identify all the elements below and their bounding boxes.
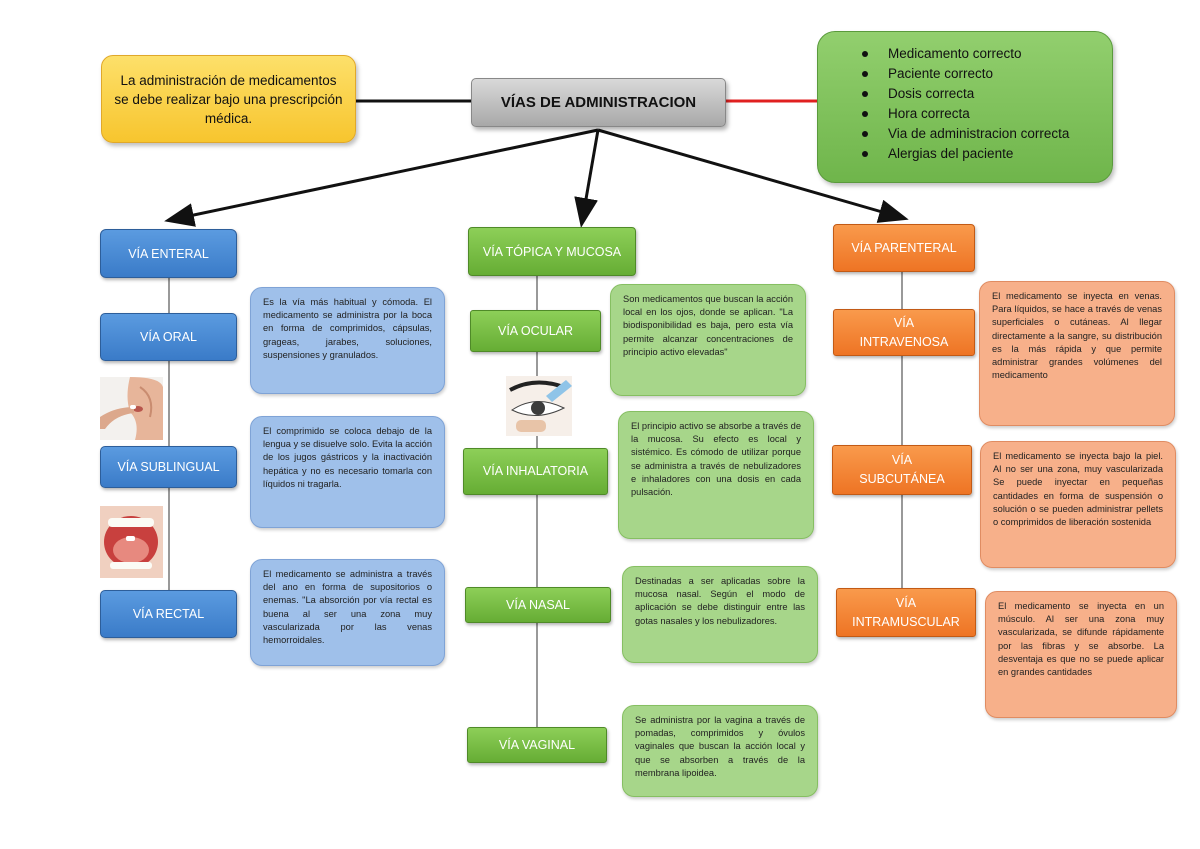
node-via-rectal: VÍA RECTAL bbox=[100, 590, 237, 638]
checklist-box: Medicamento correcto Paciente correcto D… bbox=[817, 31, 1113, 183]
desc-via-sublingual: El comprimido se coloca debajo de la len… bbox=[250, 416, 445, 528]
desc-via-ocular: Son medicamentos que buscan la acción lo… bbox=[610, 284, 806, 396]
desc-via-intravenosa: El medicamento se inyecta en venas. Para… bbox=[979, 281, 1175, 426]
desc-via-vaginal: Se administra por la vagina a través de … bbox=[622, 705, 818, 797]
node-via-nasal: VÍA NASAL bbox=[465, 587, 611, 623]
checklist-item: Via de administracion correcta bbox=[832, 124, 1100, 144]
desc-via-rectal: El medicamento se administra a través de… bbox=[250, 559, 445, 666]
node-via-sublingual: VÍA SUBLINGUAL bbox=[100, 446, 237, 488]
desc-via-inhalatoria: El principio activo se absorbe a través … bbox=[618, 411, 814, 539]
arrow-to-topica bbox=[574, 129, 600, 228]
desc-via-intramuscular: El medicamento se inyecta en un músculo.… bbox=[985, 591, 1177, 718]
desc-via-nasal: Destinadas a ser aplicadas sobre la muco… bbox=[622, 566, 818, 663]
checklist-item: Medicamento correcto bbox=[832, 44, 1100, 64]
node-via-subcutanea: VÍA SUBCUTÁNEA bbox=[832, 445, 972, 495]
open-mouth-photo bbox=[100, 506, 163, 578]
checklist-item: Alergias del paciente bbox=[832, 144, 1100, 164]
diagram-title: VÍAS DE ADMINISTRACION bbox=[471, 78, 726, 127]
node-via-inhalatoria: VÍA INHALATORIA bbox=[463, 448, 608, 495]
heading-parenteral: VÍA PARENTERAL bbox=[833, 224, 975, 272]
node-via-vaginal: VÍA VAGINAL bbox=[467, 727, 607, 763]
eye-drop-photo bbox=[506, 376, 572, 436]
desc-via-subcutanea: El medicamento se inyecta bajo la piel. … bbox=[980, 441, 1176, 568]
intro-note: La administración de medicamentos se deb… bbox=[101, 55, 356, 143]
node-via-intravenosa: VÍA INTRAVENOSA bbox=[833, 309, 975, 356]
heading-topica: VÍA TÓPICA Y MUCOSA bbox=[468, 227, 636, 276]
heading-enteral: VÍA ENTERAL bbox=[100, 229, 237, 278]
oral-intake-photo bbox=[100, 377, 163, 440]
node-via-intramuscular: VÍA INTRAMUSCULAR bbox=[836, 588, 976, 637]
arrow-to-enteral bbox=[164, 128, 599, 227]
checklist-item: Paciente correcto bbox=[832, 64, 1100, 84]
desc-via-oral: Es la vía más habitual y cómoda. El medi… bbox=[250, 287, 445, 394]
checklist-item: Dosis correcta bbox=[832, 84, 1100, 104]
node-via-oral: VÍA ORAL bbox=[100, 313, 237, 361]
node-via-ocular: VÍA OCULAR bbox=[470, 310, 601, 352]
checklist-item: Hora correcta bbox=[832, 104, 1100, 124]
